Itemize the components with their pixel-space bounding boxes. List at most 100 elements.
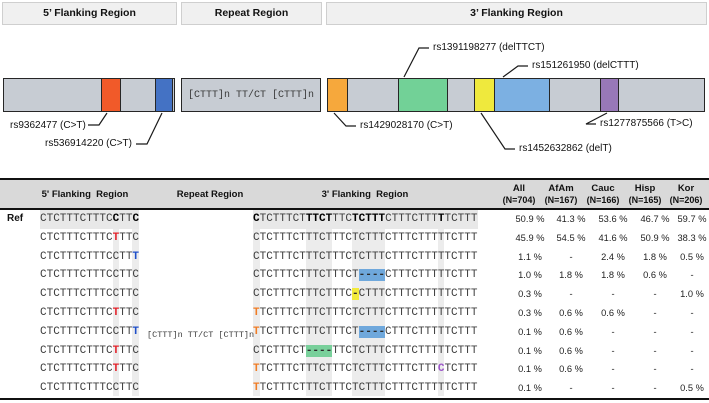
frequency-cell: -	[653, 383, 657, 394]
sequence-5prime: CTCTTTCTTTCCTTC	[40, 269, 140, 282]
section-title-3prime: 3’ Flanking Region	[326, 2, 707, 25]
snp-label-rs536914220: rs536914220 (C>T)	[45, 138, 132, 149]
frequency-cell: -	[690, 270, 694, 281]
sequence-3prime: TTCTTTCTTTCTTTCTCTTTCTTTCTTTTTCTTT	[253, 306, 478, 319]
sequence-5prime: CTCTTTCTTTCTTTC	[40, 231, 140, 244]
frequency-cell: 41.6 %	[598, 232, 628, 243]
bar-3prime	[327, 78, 705, 112]
frequency-cell: 0.3 %	[518, 307, 542, 318]
frequency-cell: 0.6 %	[559, 345, 583, 356]
variant-column-band	[352, 210, 385, 396]
frequency-cell: 0.1 %	[518, 364, 542, 375]
header-5prime: 5' Flanking Region	[41, 189, 129, 200]
frequency-cell: 0.6 %	[601, 307, 625, 318]
frequency-cell: -	[611, 345, 615, 356]
sequence-5prime: CTCTTTCTTTCCTTC	[40, 288, 140, 301]
frequency-cell: 1.8 %	[601, 270, 625, 281]
frequency-cell: 0.6 %	[559, 307, 583, 318]
frequency-cell: 2.4 %	[601, 251, 625, 262]
sequence-3prime: CTCTTTCTTTCTTTCTCTTTCTTTCTTTTTCTTT	[253, 210, 478, 229]
frequency-cell: 0.1 %	[518, 326, 542, 337]
sequence-5prime: CTCTTTCTTTCTTTC	[40, 344, 140, 357]
snp-label-rs151261950: rs151261950 (delCTTT)	[532, 60, 639, 71]
segment-rs1429028170	[328, 79, 348, 111]
sequence-3prime: CTCTTTCTTTCTTTC-CTTTCTTTCTTTTTCTTT	[253, 288, 478, 301]
snp-label-rs9362477: rs9362477 (C>T)	[10, 120, 86, 131]
segment-rs536914220	[155, 79, 173, 111]
frequency-cell: 38.3 %	[677, 232, 707, 243]
frequency-cell: 50.9 %	[640, 232, 670, 243]
header-repeat: Repeat Region	[176, 189, 244, 200]
header-3prime: 3' Flanking Region	[321, 189, 409, 200]
frequency-cell: 0.5 %	[680, 251, 704, 262]
variant-column-band	[305, 210, 333, 396]
variant-column-band	[437, 210, 445, 396]
frequency-cell: -	[611, 383, 615, 394]
snp-label-rs1429028170: rs1429028170 (C>T)	[360, 120, 453, 131]
sequence-5prime: CTCTTTCTTTCCTTT	[40, 250, 140, 263]
sequence-3prime: CTCTTTCTTTCTTTCTCTTTCTTTCTTTTTCTTT	[253, 231, 478, 244]
table-header: 5' Flanking Region Repeat Region 3' Flan…	[0, 178, 709, 210]
frequency-cell: 1.1 %	[518, 251, 542, 262]
section-title-repeat: Repeat Region	[181, 2, 322, 25]
frequency-cell: 41.3 %	[556, 214, 586, 224]
segment-rs1452632862	[474, 79, 495, 111]
frequency-cell: 54.5 %	[556, 232, 586, 243]
frequency-cell: 0.6 %	[559, 326, 583, 337]
frequency-cell: -	[653, 307, 657, 318]
snp-label-rs1391198277: rs1391198277 (delTTCT)	[433, 42, 545, 53]
frequency-cell: -	[690, 326, 694, 337]
segment-rs1277875566	[600, 79, 619, 111]
table-row: CTCTTTCTTTCTTTC CTCTTTCTTTCTTTCTCTTTCTTTC…	[0, 229, 709, 248]
sequence-5prime: CTCTTTCTTTCTTTC	[40, 363, 140, 376]
frequency-cell: -	[611, 326, 615, 337]
section-title-5prime: 5’ Flanking Region	[2, 2, 177, 25]
frequency-cell: 0.1 %	[518, 383, 542, 394]
frequency-cell: -	[611, 364, 615, 375]
snp-label-rs1277875566: rs1277875566 (T>C)	[600, 118, 693, 129]
frequency-cell: 50.9 %	[515, 214, 545, 224]
frequency-cell: 0.5 %	[680, 383, 704, 394]
segment-rs9362477	[101, 79, 121, 111]
frequency-cell: 59.7 %	[677, 214, 707, 224]
frequency-cell: -	[653, 326, 657, 337]
segment-rs1391198277	[398, 79, 448, 111]
sequence-3prime: CTCTTTCTTTCTTTCT----CTTTCTTTTTCTTT	[253, 269, 478, 282]
sequence-5prime: CTCTTTCTTTCCTTC	[40, 382, 140, 395]
frequency-cell: 0.6 %	[643, 270, 667, 281]
sequence-3prime: TTCTTTCTTTCTTTCTCTTTCTTTCTTTTTCTTT	[253, 382, 478, 395]
bar-repeat: [CTTT]n TT/CT [CTTT]n	[181, 78, 321, 112]
haplotype-frequency-table: 5' Flanking Region Repeat Region 3' Flan…	[0, 178, 709, 403]
frequency-cell: -	[690, 345, 694, 356]
frequency-cell: 46.7 %	[640, 214, 670, 224]
frequency-cell: -	[569, 251, 573, 262]
frequency-cell: -	[653, 345, 657, 356]
frequency-cell: -	[569, 289, 573, 300]
sequence-5prime: CTCTTTCTTTCCTTC	[40, 210, 140, 229]
frequency-cell: 1.8 %	[559, 270, 583, 281]
frequency-cell: -	[569, 383, 573, 394]
table-row: CTCTTTCTTTCTTTC CTCTTTCT----TTCTCTTTCTTTC…	[0, 342, 709, 361]
frequency-cell: -	[653, 364, 657, 375]
sequence-3prime: CTCTTTCT----TTCTCTTTCTTTCTTTTTCTTT	[253, 344, 478, 357]
table-row: CTCTTTCTTTCCTTT CTCTTTCTTTCTTTCTCTTTCTTTC…	[0, 248, 709, 267]
frequency-cell: -	[611, 289, 615, 300]
sequence-3prime: CTCTTTCTTTCTTTCTCTTTCTTTCTTTTTCTTT	[253, 250, 478, 263]
frequency-cell: -	[690, 364, 694, 375]
table-row: CTCTTTCTTTCCTTC CTCTTTCTTTCTTTC-CTTTCTTTC…	[0, 285, 709, 304]
bar-5prime	[3, 78, 175, 112]
repeat-motif-text: [CTTT]n TT/CT [CTTT]n	[187, 89, 315, 101]
variant-column-band	[132, 210, 139, 396]
frequency-cell: 1.0 %	[680, 289, 704, 300]
ref-row-label: Ref	[7, 213, 24, 224]
frequency-cell: 0.1 %	[518, 345, 542, 356]
frequency-cell: -	[690, 307, 694, 318]
sequence-3prime: TTCTTTCTTTCTTTCTCTTTCTTTCTTTCTCTTT	[253, 363, 478, 376]
frequency-cell: 0.6 %	[559, 364, 583, 375]
repeat-column-text: [CTTT]n TT/CT [CTTT]n	[147, 330, 255, 340]
frequency-cell: 53.6 %	[598, 214, 628, 224]
table-row: CTCTTTCTTTCTTTC TTCTTTCTTTCTTTCTCTTTCTTTC…	[0, 360, 709, 379]
